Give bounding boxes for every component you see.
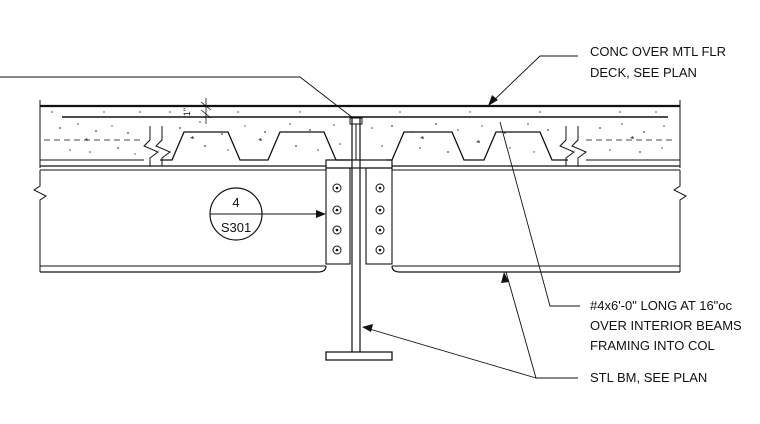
bolt <box>375 183 385 193</box>
notes: CONC OVER MTL FLR DECK, SEE PLAN #4x6'-0… <box>590 44 742 385</box>
deck-note-line1: CONC OVER MTL FLR <box>590 44 726 59</box>
steel-beam <box>33 165 687 273</box>
cover-dimension-label: 1" <box>182 108 192 116</box>
concrete-hatch <box>51 111 665 155</box>
bolt <box>332 225 342 235</box>
bolt <box>375 205 385 215</box>
cover-dimension: 1" <box>182 98 212 124</box>
section-tag-number: 4 <box>232 195 239 210</box>
rebar-note-line1: #4x6'-0" LONG AT 16"oc <box>590 298 733 313</box>
bolt <box>332 245 342 255</box>
bolt <box>375 225 385 235</box>
leader-lines <box>0 55 580 379</box>
rebar-note-line2: OVER INTERIOR BEAMS <box>590 318 742 333</box>
rebar-note-line3: FRAMING INTO COL <box>590 338 715 353</box>
column-connection <box>325 117 393 361</box>
bolts <box>332 183 385 255</box>
beam-note: STL BM, SEE PLAN <box>590 370 707 385</box>
section-tag-sheet: S301 <box>221 220 251 235</box>
metal-deck <box>160 131 568 161</box>
concrete-slab <box>39 100 681 168</box>
bolt <box>332 205 342 215</box>
section-tag: 4 S301 <box>209 187 326 241</box>
bolt <box>375 245 385 255</box>
bolt <box>332 183 342 193</box>
slab-break-lines <box>143 126 587 166</box>
deck-note-line2: DECK, SEE PLAN <box>590 65 697 80</box>
